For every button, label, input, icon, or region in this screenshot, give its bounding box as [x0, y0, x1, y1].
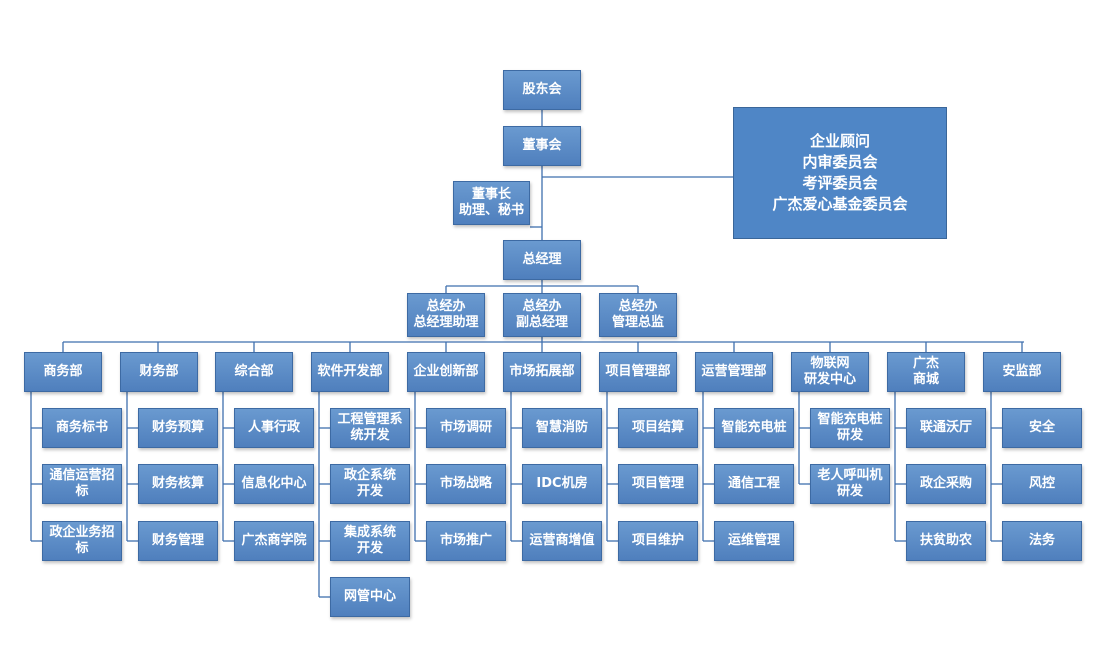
- sub-mall-unicom-hall: 联通沃厅: [906, 408, 986, 448]
- sub-finance-management: 财务管理: [138, 521, 218, 561]
- shareholders-box: 股东会: [503, 70, 581, 110]
- dept-market-expansion: 市场拓展部: [503, 352, 581, 392]
- sub-finance-accounting: 财务核算: [138, 464, 218, 504]
- sub-market-smart-fire: 智慧消防: [522, 408, 602, 448]
- sub-commerce-telecom-bids: 通信运营招 标: [42, 464, 122, 504]
- sub-ops-telecom-engineering: 通信工程: [714, 464, 794, 504]
- sub-ops-charging-pile: 智能充电桩: [714, 408, 794, 448]
- sub-innovation-research: 市场调研: [426, 408, 506, 448]
- sub-finance-budget: 财务预算: [138, 408, 218, 448]
- sub-commerce-govt-bids: 政企业务招 标: [42, 521, 122, 561]
- sub-safety-security: 安全: [1002, 408, 1082, 448]
- dept-project-mgmt: 项目管理部: [599, 352, 677, 392]
- sub-safety-legal: 法务: [1002, 521, 1082, 561]
- chairman-assistant-box: 董事长 助理、秘书: [453, 181, 530, 225]
- sub-mall-govt-procurement: 政企采购: [906, 464, 986, 504]
- dept-safety: 安监部: [983, 352, 1061, 392]
- sub-software-noc: 网管中心: [330, 577, 410, 617]
- dept-innovation: 企业创新部: [407, 352, 485, 392]
- dept-software-dev: 软件开发部: [311, 352, 389, 392]
- sub-safety-risk: 风控: [1002, 464, 1082, 504]
- sub-software-engineering-system: 工程管理系 统开发: [330, 408, 410, 448]
- board-box: 董事会: [503, 126, 581, 166]
- gm-office-deputy-box: 总经办 副总经理: [503, 293, 581, 337]
- sub-innovation-promotion: 市场推广: [426, 521, 506, 561]
- sub-iot-charging-pile-rnd: 智能充电桩 研发: [810, 408, 890, 448]
- gm-office-director-box: 总经办 管理总监: [599, 293, 677, 337]
- dept-commerce: 商务部: [24, 352, 102, 392]
- sub-general-it-center: 信息化中心: [234, 464, 314, 504]
- gm-office-assistant-box: 总经办 总经理助理: [407, 293, 485, 337]
- sub-market-carrier-vas: 运营商增值: [522, 521, 602, 561]
- sub-general-hr-admin: 人事行政: [234, 408, 314, 448]
- sub-iot-elder-caller-rnd: 老人呼叫机 研发: [810, 464, 890, 504]
- sub-general-academy: 广杰商学院: [234, 521, 314, 561]
- sub-innovation-strategy: 市场战略: [426, 464, 506, 504]
- sub-market-idc: IDC机房: [522, 464, 602, 504]
- dept-operations: 运营管理部: [695, 352, 773, 392]
- dept-finance: 财务部: [120, 352, 198, 392]
- sub-mall-poverty-aid: 扶贫助农: [906, 521, 986, 561]
- sub-project-maintenance: 项目维护: [618, 521, 698, 561]
- sub-project-management: 项目管理: [618, 464, 698, 504]
- dept-mall: 广杰 商城: [887, 352, 965, 392]
- sub-commerce-bid-docs: 商务标书: [42, 408, 122, 448]
- sub-software-integration-system: 集成系统 开发: [330, 521, 410, 561]
- sub-project-settlement: 项目结算: [618, 408, 698, 448]
- sub-software-govt-system: 政企系统 开发: [330, 464, 410, 504]
- dept-iot-rnd: 物联网 研发中心: [791, 352, 869, 392]
- sub-ops-om: 运维管理: [714, 521, 794, 561]
- committees-box: 企业顾问 内审委员会 考评委员会 广杰爱心基金委员会: [733, 107, 947, 239]
- general-manager-box: 总经理: [503, 240, 581, 280]
- dept-general-affairs: 综合部: [215, 352, 293, 392]
